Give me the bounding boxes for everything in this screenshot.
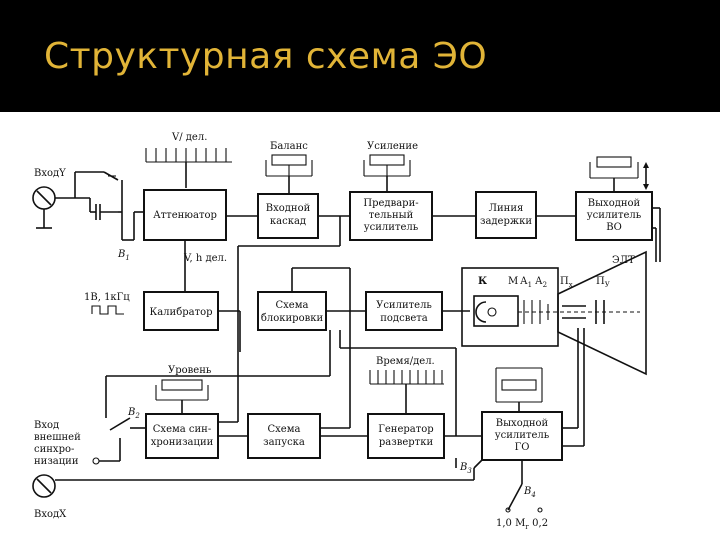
sweep-gen-line1: Генератор xyxy=(378,424,433,435)
ext-sync-line1: Вход xyxy=(34,420,59,431)
output-h-potentiometer xyxy=(495,367,543,403)
time-div-scale xyxy=(369,370,444,385)
input-y-label: ВходY xyxy=(34,168,66,179)
sync-line1: Схема син- xyxy=(153,424,211,435)
input-stage-line1: Входной xyxy=(266,203,311,214)
ext-sync-line4: низации xyxy=(34,456,79,467)
output-v-potentiometer xyxy=(589,156,639,179)
preamp-line3: усилитель xyxy=(364,222,419,233)
b3-label: В3 xyxy=(459,462,472,475)
ext-sync-line2: внешней xyxy=(34,432,81,443)
balance-label: Баланс xyxy=(270,141,308,152)
input-stage-line2: каскад xyxy=(270,216,306,227)
output-amp-h-line1: Выходной xyxy=(496,418,549,429)
b2-label: В2 xyxy=(127,407,140,420)
input-y-connector xyxy=(32,186,56,229)
sync-line2: хронизации xyxy=(151,437,214,448)
input-x-connector xyxy=(32,474,56,498)
output-amp-v-line2: усилитель xyxy=(587,210,642,221)
intensity-amp-line1: Усилитель xyxy=(376,300,432,311)
output-amp-v-line1: Выходной xyxy=(588,198,641,209)
balance-potentiometer xyxy=(265,154,313,177)
crt-py-label: ПУ xyxy=(596,276,610,289)
intensity-amp-line2: подсвета xyxy=(380,313,428,324)
crt-label: ЭЛТ xyxy=(612,255,635,266)
crt-tube xyxy=(461,250,647,376)
diagram-area: V/ дел. Баланс Усиление ВходY xyxy=(0,112,720,540)
output-amp-v-block xyxy=(575,191,653,241)
ext-sync-terminal xyxy=(92,457,100,465)
output-amp-h-line2: усилитель xyxy=(495,430,550,441)
slide-title: Структурная схема ЭО xyxy=(44,36,488,77)
v-div-scale xyxy=(145,148,232,163)
preamp-line1: Предвари- xyxy=(363,198,418,209)
output-amp-v-line3: ВО xyxy=(606,222,622,233)
intensity-amp-block xyxy=(365,291,443,331)
blocking-line1: Схема xyxy=(276,300,309,311)
level-potentiometer xyxy=(155,379,209,401)
level-label: Уровень xyxy=(168,365,212,376)
gain-label: Усиление xyxy=(367,141,418,152)
gain-potentiometer xyxy=(363,154,411,177)
attenuator-block xyxy=(143,189,227,241)
trigger-line1: Схема xyxy=(268,424,301,435)
calibrator-label: Калибратор xyxy=(149,307,212,318)
attenuator-label: Аттенюатор xyxy=(153,210,217,221)
sweep-gen-line2: развертки xyxy=(379,437,434,448)
delay-line-line2: задержки xyxy=(480,216,532,227)
block-diagram: V/ дел. Баланс Усиление ВходY xyxy=(32,132,661,531)
ext-sync-line3: синхро- xyxy=(34,444,74,455)
square-wave-icon xyxy=(91,305,124,315)
crt-a1-label: А1 xyxy=(520,276,532,289)
crt-k-label: К xyxy=(478,276,487,287)
title-bar: Структурная схема ЭО xyxy=(0,0,720,112)
cal-signal-label: 1В, 1кГц xyxy=(84,292,130,303)
sync-block xyxy=(145,413,219,459)
crt-a2-label: А2 xyxy=(535,276,547,289)
crt-m-label: М xyxy=(508,276,518,287)
time-div-label: Время/дел. xyxy=(376,356,435,367)
trigger-block xyxy=(247,413,321,459)
input-x-label: ВходX xyxy=(34,509,67,520)
trigger-line2: запуска xyxy=(263,437,305,448)
v-h-div-label: V, h дел. xyxy=(183,253,227,264)
b1-label: В1 xyxy=(117,249,130,262)
blocking-block xyxy=(257,291,327,331)
delay-line-line1: Линия xyxy=(489,203,524,214)
delay-line-block xyxy=(475,191,537,239)
mx-values-label: 1,0 Мг 0,2 xyxy=(496,518,548,531)
v-div-label: V/ дел. xyxy=(171,132,207,143)
crt-px-label: Пх xyxy=(560,276,573,289)
b4-label: В4 xyxy=(523,486,536,499)
preamp-line2: тельный xyxy=(369,210,414,221)
output-amp-h-line3: ГО xyxy=(515,442,530,453)
sweep-gen-block xyxy=(367,413,445,459)
blocking-line2: блокировки xyxy=(261,313,324,324)
